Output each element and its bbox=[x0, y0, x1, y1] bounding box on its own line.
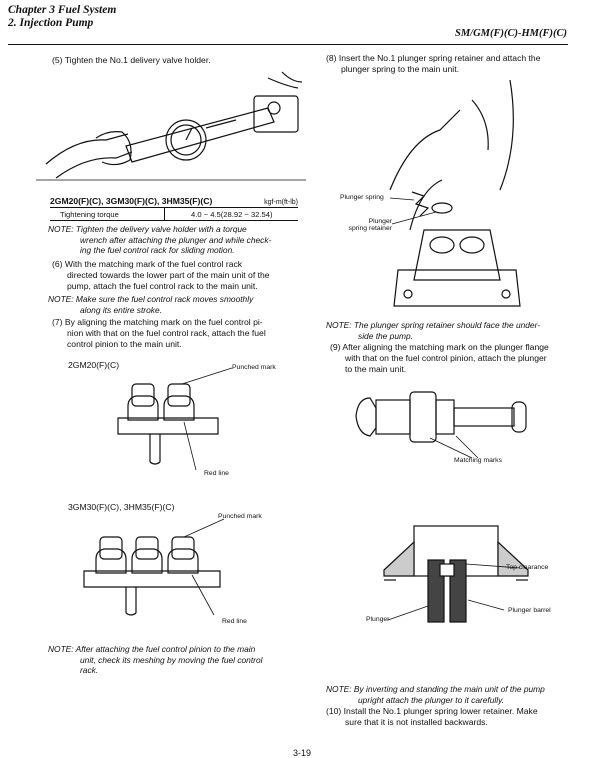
note-3: NOTE: After attaching the fuel control p… bbox=[48, 644, 263, 676]
chapter-title: Chapter 3 Fuel System 2. Injection Pump bbox=[8, 4, 117, 29]
fig2-punched-mark-label: Punched mark bbox=[232, 364, 276, 371]
pinion-3-cylinder-diagram bbox=[83, 518, 225, 616]
header-rule bbox=[8, 44, 568, 45]
matching-marks-label: Matching marks bbox=[454, 457, 502, 464]
spec-value: 4.0 ~ 4.5(28.92 ~ 32.54) bbox=[191, 209, 273, 219]
fig2-red-line-label: Red line bbox=[204, 470, 229, 477]
torque-spec-table: Tightening torque 4.0 ~ 4.5(28.92 ~ 32.5… bbox=[50, 207, 298, 221]
note-4: NOTE: The plunger spring retainer should… bbox=[326, 320, 540, 341]
plunger-flange-illustration bbox=[355, 391, 527, 459]
torque-wrench-illustration bbox=[36, 71, 306, 181]
page-number: 3-19 bbox=[293, 748, 312, 758]
plunger-spring-label: Plunger spring bbox=[340, 194, 384, 201]
note-2: NOTE: Make sure the fuel control rack mo… bbox=[48, 294, 254, 315]
fig3-punched-mark-label: Punched mark bbox=[218, 513, 262, 520]
pinion-2-cylinder-diagram bbox=[117, 367, 233, 471]
fig3-model-label: 3GM30(F)(C), 3HM35(F)(C) bbox=[68, 502, 175, 512]
spec-table-header: 2GM20(F)(C), 3GM30(F)(C), 3HM35(F)(C) kg… bbox=[50, 196, 298, 206]
plunger-barrel-section bbox=[383, 525, 529, 623]
plunger-barrel-label: Plunger barrel bbox=[508, 607, 551, 614]
step-9: (9) After aligning the matching mark on … bbox=[330, 342, 549, 374]
spec-label: Tightening torque bbox=[50, 208, 165, 220]
plunger-label: Plunger bbox=[366, 616, 390, 623]
note-1: NOTE: Tighten the delivery valve holder … bbox=[48, 224, 272, 256]
plunger-retainer-label: Plunger spring retainer bbox=[348, 218, 392, 232]
fig3-red-line-label: Red line bbox=[222, 618, 247, 625]
step-10: (10) Install the No.1 plunger spring low… bbox=[326, 706, 538, 727]
top-clearance-label: Top clearance bbox=[506, 564, 549, 571]
model-range-title: SM/GM(F)(C)-HM(F)(C) bbox=[455, 28, 567, 39]
plunger-spring-illustration bbox=[389, 79, 521, 307]
fig2-model-label: 2GM20(F)(C) bbox=[68, 360, 120, 370]
step-6: (6) With the matching mark of the fuel c… bbox=[52, 259, 270, 291]
note-5: NOTE: By inverting and standing the main… bbox=[326, 684, 545, 705]
step-8: (8) Insert the No.1 plunger spring retai… bbox=[326, 53, 541, 74]
step-7: (7) By aligning the matching mark on the… bbox=[52, 317, 266, 349]
step-5: (5) Tighten the No.1 delivery valve hold… bbox=[52, 55, 211, 65]
